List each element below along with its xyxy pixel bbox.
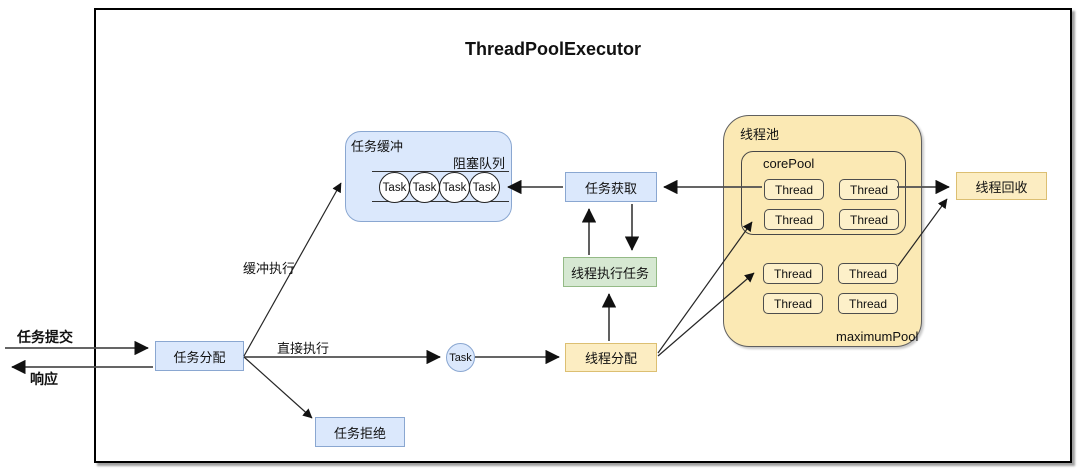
response-label: 响应 <box>30 371 58 387</box>
node-task-reject: 任务拒绝 <box>315 417 405 447</box>
node-thread-dispatch: 线程分配 <box>565 343 657 372</box>
thread-box: Thread <box>839 179 899 200</box>
thread-box: Thread <box>763 263 823 284</box>
thread-pool-container: 线程池 corePool Thread Thread Thread Thread… <box>723 115 922 347</box>
edge-label-buffered-exec: 缓冲执行 <box>243 261 296 276</box>
node-thread-exec-task: 线程执行任务 <box>563 257 657 287</box>
task-buffer-container: 任务缓冲 阻塞队列 Task Task Task Task <box>345 131 512 222</box>
queue-top-line <box>372 171 509 172</box>
page-title: ThreadPoolExecutor <box>465 39 642 59</box>
core-pool-container: corePool Thread Thread Thread Thread <box>741 151 906 235</box>
thread-pool-title: 线程池 <box>740 127 780 142</box>
core-pool-label: corePool <box>763 156 815 171</box>
blocking-queue-label: 阻塞队列 <box>452 156 505 171</box>
queue-task-circle: Task <box>439 172 470 203</box>
thread-box: Thread <box>838 293 898 314</box>
thread-box: Thread <box>839 209 899 230</box>
task-submit-label: 任务提交 <box>17 329 73 345</box>
node-task-dispatch: 任务分配 <box>155 341 244 371</box>
diagram-frame <box>94 8 1072 463</box>
thread-box: Thread <box>764 209 824 230</box>
task-buffer-title: 任务缓冲 <box>351 139 404 154</box>
queue-task-circle: Task <box>469 172 500 203</box>
edge-label-direct-exec: 直接执行 <box>277 341 330 356</box>
thread-box: Thread <box>764 179 824 200</box>
node-thread-recycle: 线程回收 <box>956 172 1047 200</box>
thread-box: Thread <box>838 263 898 284</box>
thread-box: Thread <box>763 293 823 314</box>
queue-task-circle: Task <box>409 172 440 203</box>
queue-bottom-line <box>372 201 509 202</box>
maximum-pool-label: maximumPool <box>836 329 919 344</box>
queue-task-circle: Task <box>379 172 410 203</box>
node-task-fetch: 任务获取 <box>565 172 657 202</box>
task-circle: Task <box>446 343 475 372</box>
